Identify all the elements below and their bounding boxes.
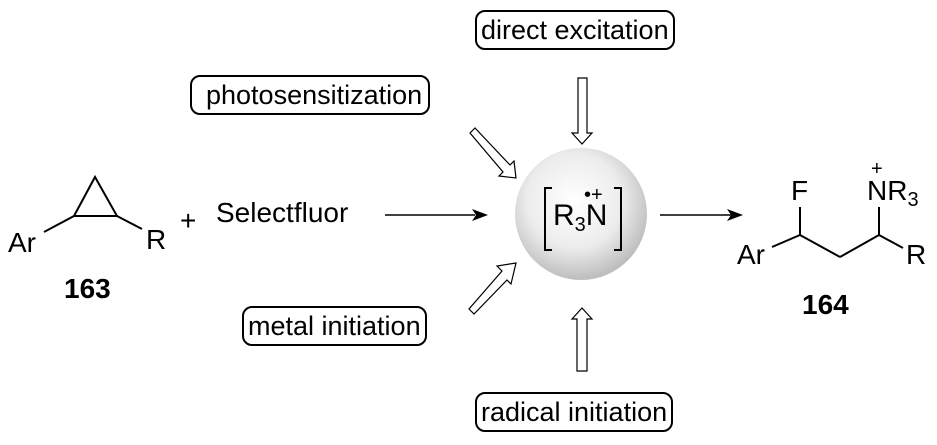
product-skeleton <box>771 207 904 258</box>
box-direct-excitation: direct excitation <box>475 10 675 50</box>
intermediate-n: N <box>585 199 608 232</box>
product-plus-charge: + <box>871 158 883 180</box>
cyclopropane-ring <box>73 174 119 217</box>
arrow-direct-excitation <box>570 77 594 145</box>
reactant-r-label: R <box>146 224 167 255</box>
compound-number-164: 164 <box>802 289 849 320</box>
radical-cation-charge: •+ <box>584 184 603 206</box>
product-nr3-label: NR3 <box>867 175 919 211</box>
intermediate-subscript: 3 <box>574 214 586 236</box>
bond-ar <box>43 215 75 233</box>
product-r: R <box>887 175 908 206</box>
cyclopropane-structure <box>43 174 143 233</box>
intermediate-r: R <box>553 199 575 232</box>
product-subscript: 3 <box>907 189 919 211</box>
reactant-ar-label: Ar <box>8 227 36 258</box>
product-r-label: R <box>906 239 927 270</box>
product-n: N <box>867 175 888 206</box>
product-ar-label: Ar <box>737 239 765 270</box>
brackets <box>544 187 622 251</box>
plus-sign: + <box>180 205 197 236</box>
radical-cation-sphere <box>515 148 647 280</box>
arrow-photosensitization <box>469 127 517 179</box>
arrow-radical-initiation <box>570 307 594 372</box>
product-f-label: F <box>791 175 809 206</box>
intermediate-r3n: R3N <box>553 199 608 236</box>
arrow-metal-initiation <box>468 262 517 315</box>
reagent-arrow <box>385 209 488 221</box>
reagent-selectfluor: Selectfluor <box>216 197 349 228</box>
box-radical-initiation: radical initiation <box>475 392 674 432</box>
product-arrow <box>660 209 743 221</box>
box-metal-initiation: metal initiation <box>242 306 427 346</box>
bond-r <box>116 215 143 230</box>
compound-number-163: 163 <box>64 273 111 304</box>
box-photosensitization: photosensitization <box>190 75 431 115</box>
